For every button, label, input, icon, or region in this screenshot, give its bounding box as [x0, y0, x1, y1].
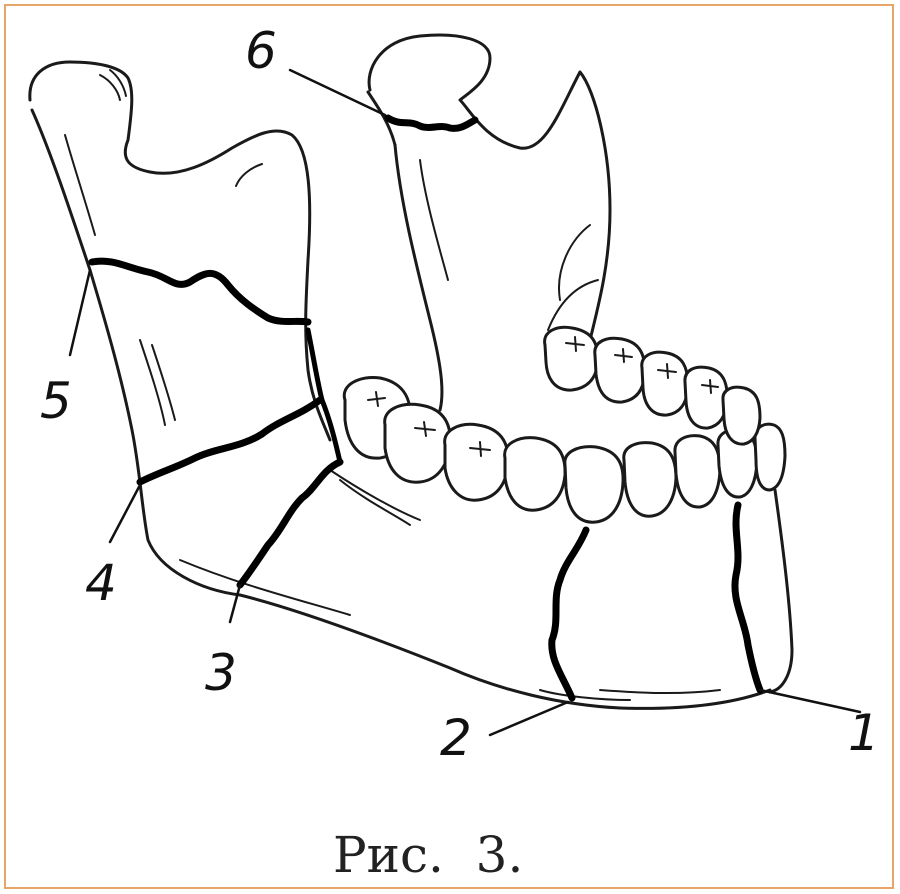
label-1: 1	[848, 704, 880, 762]
teeth-row	[344, 327, 785, 522]
label-4: 4	[85, 554, 117, 612]
figure-caption: Рис. 3.	[333, 826, 523, 884]
fracture-3	[240, 462, 340, 585]
fracture-5	[92, 261, 308, 322]
label-6: 6	[245, 22, 277, 80]
fracture-6	[388, 118, 475, 128]
fracture-4	[140, 400, 320, 482]
label-2: 2	[440, 709, 472, 767]
fracture-1	[735, 505, 760, 690]
fracture-2	[552, 530, 586, 698]
label-3: 3	[205, 644, 237, 702]
label-5: 5	[40, 372, 72, 430]
